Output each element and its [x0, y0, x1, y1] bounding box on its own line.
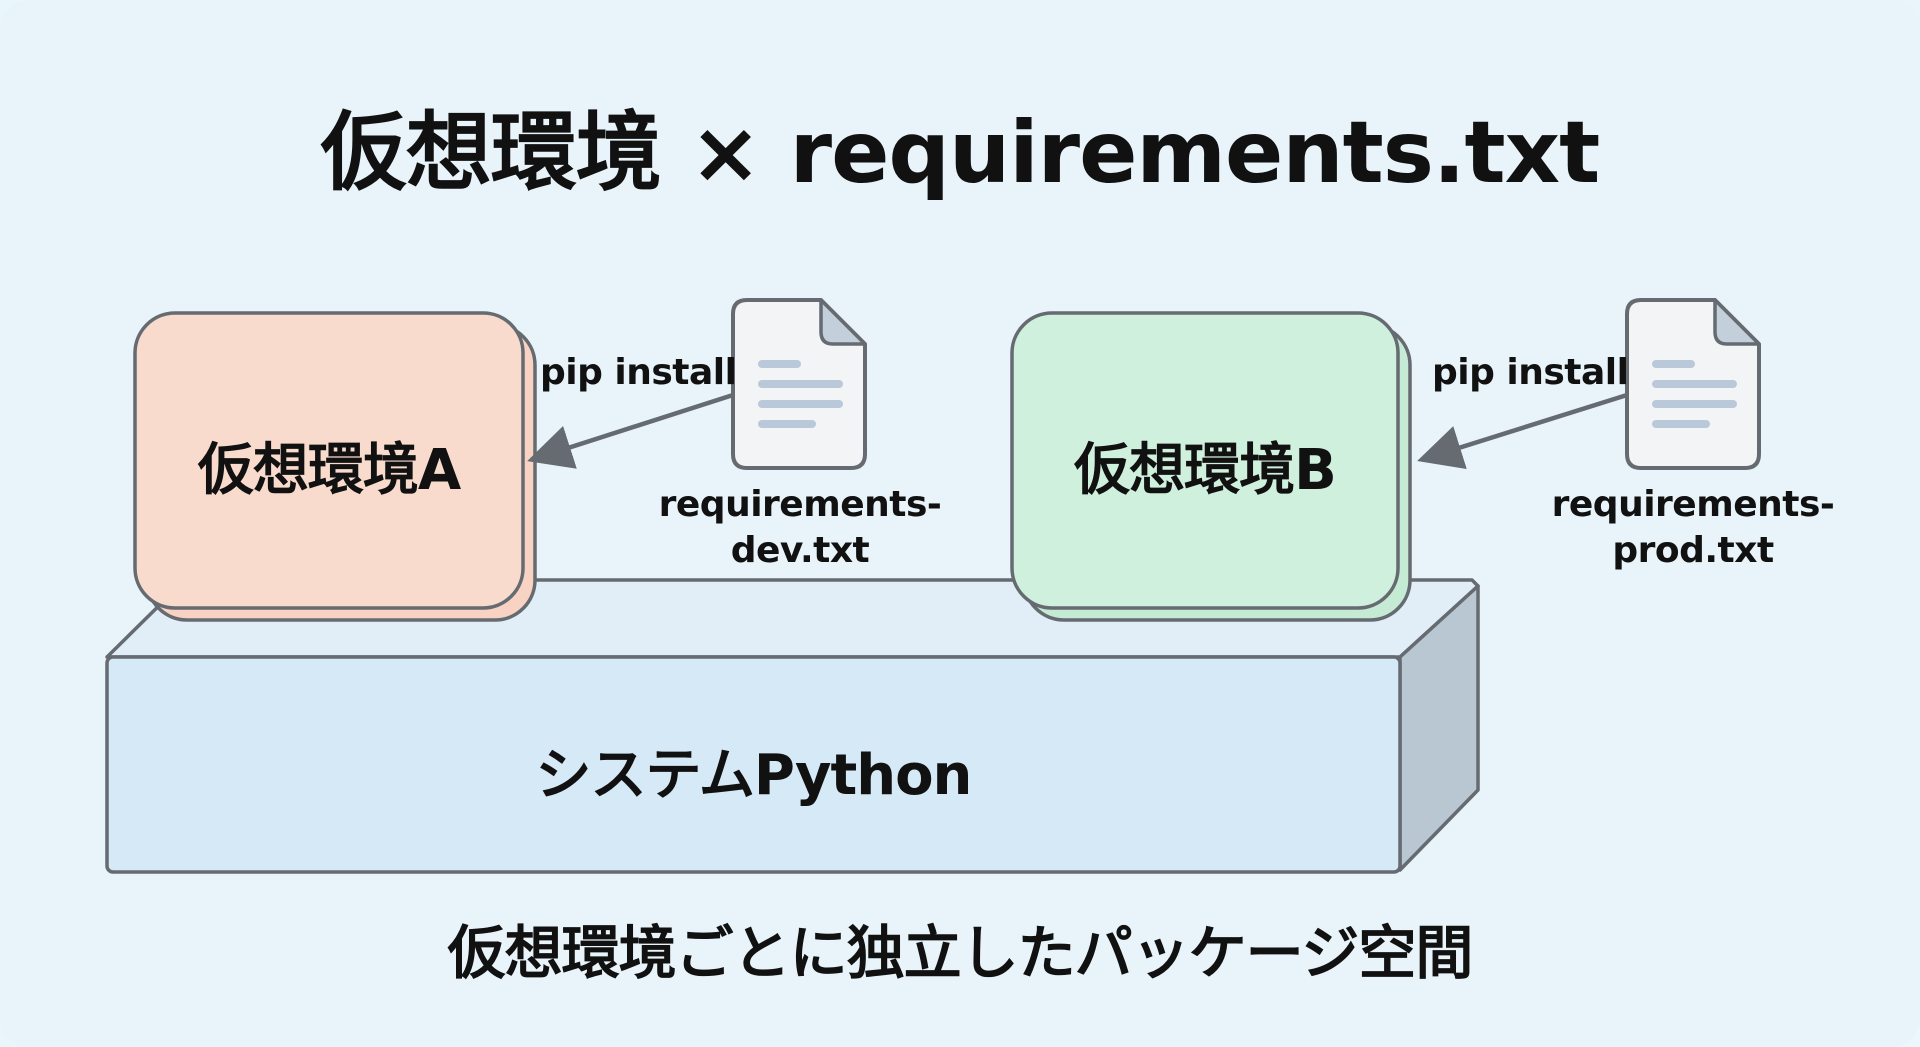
pip-install-label-a: pip install — [540, 352, 737, 393]
env-a-box-front — [133, 311, 525, 610]
pip-install-arrow-b — [1417, 392, 1628, 470]
file-label-prod-line2: prod.txt — [1612, 530, 1774, 571]
env-b-box-front — [1010, 311, 1400, 610]
document-icon — [731, 298, 867, 470]
pip-install-label-b: pip install — [1432, 352, 1629, 393]
env-b-box — [1010, 311, 1412, 622]
env-a-box — [133, 311, 537, 622]
document-icon — [1625, 298, 1761, 470]
system-python-block — [105, 578, 1480, 874]
file-label-dev: requirements- dev.txt — [640, 482, 960, 574]
env-b-label: 仮想環境B — [1074, 438, 1337, 503]
diagram-title: 仮想環境 × requirements.txt — [320, 103, 1601, 203]
pip-install-arrow-a — [527, 392, 734, 469]
file-label-prod-line1: requirements- — [1551, 484, 1835, 525]
file-label-dev-line2: dev.txt — [730, 530, 870, 571]
env-a-label: 仮想環境A — [197, 438, 461, 503]
system-python-label: システムPython — [535, 743, 973, 808]
file-label-dev-line1: requirements- — [658, 484, 942, 525]
base-front-face — [105, 655, 1402, 874]
diagram-caption: 仮想環境ごとに独立したパッケージ空間 — [447, 919, 1474, 987]
file-label-prod: requirements- prod.txt — [1533, 482, 1853, 574]
